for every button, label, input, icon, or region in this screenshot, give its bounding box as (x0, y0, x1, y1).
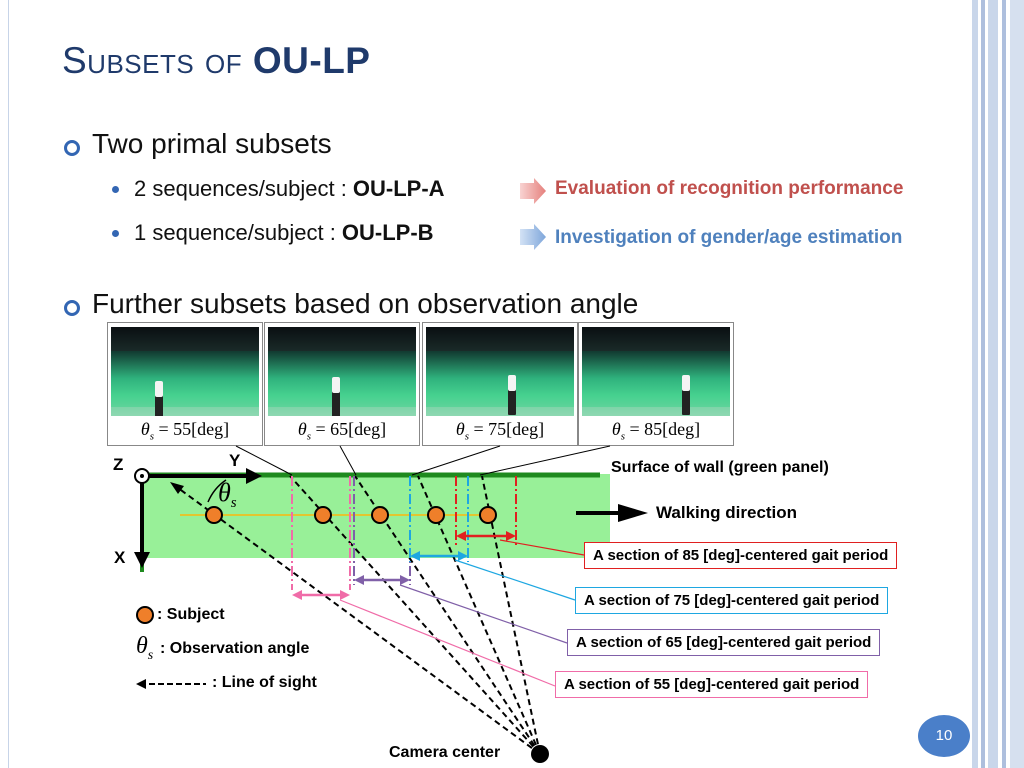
angle-value: 65[deg] (330, 419, 387, 439)
section-markers (291, 476, 517, 590)
axis-y-label: Y (229, 451, 241, 470)
walking-person-icon (155, 381, 163, 421)
bullet-dot-icon (112, 186, 119, 193)
arrow-right-icon (520, 224, 546, 250)
slide-title: Subsets of OU-LP (62, 40, 370, 82)
bullet-ring-icon (64, 140, 80, 156)
angle-arc (207, 479, 227, 503)
page-number: 10 (918, 715, 970, 757)
bullet-ou-lp-b: 1 sequence/subject : OU-LP-B (134, 220, 434, 246)
thumbnail-angle-75: θs = 75[deg] (422, 322, 578, 446)
note-investigation: Investigation of gender/age estimation (555, 227, 903, 248)
legend-sight-label: : Line of sight (212, 674, 317, 691)
thumbnail-angle-85: θs = 85[deg] (578, 322, 734, 446)
walking-direction-label: Walking direction (656, 503, 798, 522)
subject-markers (205, 506, 497, 524)
sight-arrowhead (170, 482, 184, 494)
angle-caption: θs = 55[deg] (111, 416, 259, 443)
title-prefix: Subsets of (62, 40, 253, 81)
angle-caption: θs = 85[deg] (582, 416, 730, 443)
camera-center-label: Camera center (389, 744, 501, 761)
section-arrows (296, 534, 512, 597)
walking-arrowhead (618, 504, 648, 522)
legend-theta-icon: θs (136, 633, 154, 663)
left-border (0, 0, 9, 768)
leader-line (235, 445, 293, 476)
legend-angle-label: : Observation angle (160, 640, 310, 657)
walking-person-icon (508, 375, 516, 415)
legend-sight-arrowhead (136, 679, 146, 689)
bullet-primal-subsets: Two primal subsets (92, 128, 332, 159)
axis-x-label: X (114, 548, 126, 567)
angle-value: 85[deg] (644, 419, 701, 439)
legend-subject-label: : Subject (157, 606, 225, 623)
legend-subject-icon (136, 606, 154, 624)
walking-person-icon (332, 377, 340, 417)
axis-z-label: Z (113, 455, 124, 474)
bullet-ou-lp-a: 2 sequences/subject : OU-LP-A (134, 176, 445, 202)
bullet-ring-icon (64, 300, 80, 316)
leader-line (479, 445, 611, 476)
thumbnail-angle-55: θs = 55[deg] (107, 322, 263, 446)
bullet-ou-lp-a-bold: OU-LP-A (352, 176, 445, 201)
theta-label: θs (218, 478, 237, 512)
angle-value: 75[deg] (488, 419, 545, 439)
title-bold: OU-LP (252, 40, 371, 81)
leader-line (339, 445, 357, 476)
arrow-right-icon (520, 178, 546, 204)
arrowheads (292, 531, 516, 600)
bullet-ou-lp-a-text: 2 sequences/subject : (134, 176, 353, 201)
x-axis-arrowhead (134, 552, 150, 568)
section-65-label: A section of 65 [deg]-centered gait peri… (567, 629, 881, 656)
angle-value: 55[deg] (173, 419, 230, 439)
bullet-further-subsets: Further subsets based on observation ang… (92, 288, 639, 319)
right-decorative-bars (972, 0, 1024, 768)
angle-caption: θs = 75[deg] (426, 416, 574, 443)
section-55-label: A section of 55 [deg]-centered gait peri… (555, 671, 869, 698)
walking-person-icon (682, 375, 690, 415)
wall-label: Surface of wall (green panel) (611, 459, 829, 476)
leader-line (411, 445, 501, 476)
bullet-ou-lp-b-bold: OU-LP-B (341, 220, 434, 245)
label-connectors (339, 539, 585, 687)
thumbnail-angle-65: θs = 65[deg] (264, 322, 420, 446)
bullet-dot-icon (112, 230, 119, 237)
note-evaluation: Evaluation of recognition performance (555, 178, 904, 199)
section-85-label: A section of 85 [deg]-centered gait peri… (584, 542, 898, 569)
camera-center-icon (531, 745, 549, 763)
angle-caption: θs = 65[deg] (268, 416, 416, 443)
bullet-ou-lp-b-text: 1 sequence/subject : (134, 220, 342, 245)
z-origin-dot (140, 474, 144, 478)
section-75-label: A section of 75 [deg]-centered gait peri… (575, 587, 889, 614)
y-axis-arrowhead (246, 468, 262, 484)
